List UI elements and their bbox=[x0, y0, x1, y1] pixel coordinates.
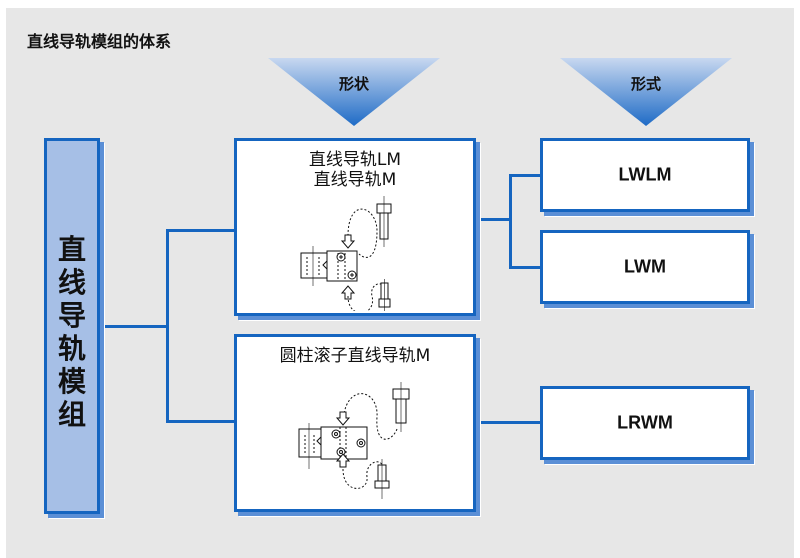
form-label-lrwm: LRWM bbox=[617, 412, 673, 433]
connector-shape1 bbox=[166, 229, 236, 232]
form-label-lwlm: LWLM bbox=[618, 164, 672, 185]
connector-form-vertical bbox=[509, 174, 512, 269]
connector-root bbox=[100, 325, 168, 328]
shape-box-linear-guide[interactable]: 直线导轨LM 直线导轨M bbox=[234, 138, 476, 316]
form-label-lwm: LWM bbox=[624, 256, 666, 277]
shape-title-line1: 直线导轨LM bbox=[308, 150, 402, 170]
form-box-lrwm[interactable]: LRWM bbox=[540, 386, 750, 460]
shape-title-line1: 圆柱滚子直线导轨M bbox=[279, 346, 431, 366]
shape-box-cylindrical-roller-guide[interactable]: 圆柱滚子直线导轨M bbox=[234, 334, 476, 512]
root-category-label: 直线导轨模组 bbox=[57, 233, 86, 431]
connector-shape-vertical bbox=[166, 229, 169, 422]
shape-header-label: 形状 bbox=[338, 75, 369, 93]
connector-form3 bbox=[474, 421, 542, 424]
root-category-box[interactable]: 直线导轨模组 bbox=[44, 138, 100, 514]
connector-form1 bbox=[509, 174, 542, 177]
form-header-label: 形式 bbox=[630, 75, 661, 93]
shape-header-triangle bbox=[268, 58, 440, 126]
linear-guide-drawing-icon bbox=[300, 196, 392, 311]
connector-form2 bbox=[509, 266, 542, 269]
cylindrical-roller-guide-drawing-icon bbox=[298, 382, 410, 499]
shape-title-line2: 直线导轨M bbox=[313, 170, 397, 190]
form-box-lwlm[interactable]: LWLM bbox=[540, 138, 750, 212]
connector-shape1-out bbox=[474, 218, 512, 221]
form-header-triangle bbox=[560, 58, 732, 126]
form-box-lwm[interactable]: LWM bbox=[540, 230, 750, 304]
diagram-title: 直线导轨模组的体系 bbox=[27, 32, 172, 51]
connector-shape2 bbox=[166, 420, 236, 423]
